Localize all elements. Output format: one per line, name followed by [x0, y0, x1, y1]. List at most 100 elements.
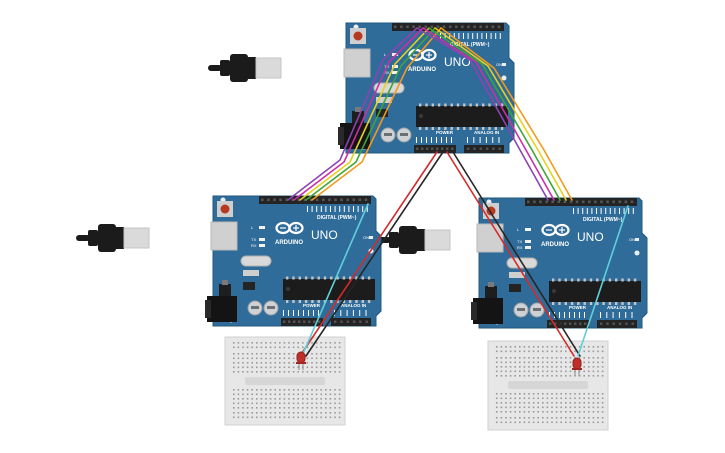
header-pin[interactable]: [267, 198, 270, 202]
power-header[interactable]: [281, 318, 323, 326]
header-pin[interactable]: [498, 147, 501, 150]
analog-header[interactable]: [331, 318, 371, 326]
header-pin[interactable]: [359, 320, 362, 323]
header-pin[interactable]: [400, 25, 403, 29]
header-pin[interactable]: [564, 322, 567, 325]
wire-black-right-led[interactable]: [452, 151, 581, 357]
digital-header[interactable]: [392, 23, 504, 31]
wire-red-left-led[interactable]: [299, 151, 438, 357]
wire-magenta-right[interactable]: [422, 27, 555, 201]
header-pin[interactable]: [618, 322, 622, 325]
wire-cyan-right-led[interactable]: [577, 205, 629, 357]
header-pin[interactable]: [533, 200, 536, 204]
reset-button-cap[interactable]: [353, 31, 363, 41]
breadboard[interactable]: [487, 340, 609, 431]
header-pin[interactable]: [625, 322, 628, 325]
usb-cable[interactable]: [377, 226, 451, 254]
header-pin[interactable]: [588, 200, 591, 204]
header-pin[interactable]: [497, 25, 501, 29]
header-pin[interactable]: [303, 198, 307, 202]
header-pin[interactable]: [426, 147, 429, 150]
header-pin[interactable]: [288, 320, 291, 323]
header-pin[interactable]: [430, 25, 434, 29]
header-pin[interactable]: [283, 320, 286, 323]
reset-button-cap[interactable]: [220, 204, 230, 214]
header-pin[interactable]: [318, 320, 321, 323]
wire-red-right-led[interactable]: [446, 151, 575, 357]
header-pin[interactable]: [473, 25, 476, 29]
header-pin[interactable]: [412, 25, 415, 29]
header-pin[interactable]: [606, 200, 609, 204]
header-pin[interactable]: [285, 198, 288, 202]
wire-cyan-left-led[interactable]: [301, 203, 369, 357]
icsp-header[interactable]: [376, 109, 388, 117]
header-pin[interactable]: [574, 322, 577, 325]
header-pin[interactable]: [424, 25, 428, 29]
header-pin[interactable]: [539, 200, 542, 204]
header-pin[interactable]: [630, 200, 634, 204]
header-pin[interactable]: [451, 147, 454, 150]
wire-purple-right[interactable]: [416, 27, 549, 201]
icsp-header[interactable]: [243, 282, 255, 290]
header-pin[interactable]: [273, 198, 276, 202]
header-pin[interactable]: [527, 200, 530, 204]
digital-header[interactable]: [259, 196, 371, 204]
header-pin[interactable]: [485, 147, 489, 150]
header-pin[interactable]: [479, 25, 482, 29]
header-pin[interactable]: [364, 198, 368, 202]
header-pin[interactable]: [315, 198, 319, 202]
header-pin[interactable]: [455, 25, 458, 29]
wire-magenta-left[interactable]: [293, 27, 424, 201]
header-pin[interactable]: [461, 25, 464, 29]
header-pin[interactable]: [313, 320, 316, 323]
header-pin[interactable]: [473, 147, 476, 150]
header-pin[interactable]: [569, 200, 573, 204]
header-pin[interactable]: [584, 322, 587, 325]
header-pin[interactable]: [563, 200, 567, 204]
header-pin[interactable]: [492, 147, 495, 150]
header-pin[interactable]: [322, 198, 325, 202]
analog-header[interactable]: [464, 145, 504, 153]
header-pin[interactable]: [600, 200, 603, 204]
header-pin[interactable]: [446, 147, 449, 150]
digital-header[interactable]: [525, 198, 637, 206]
header-pin[interactable]: [549, 322, 552, 325]
header-pin[interactable]: [334, 198, 337, 202]
header-pin[interactable]: [569, 322, 572, 325]
header-pin[interactable]: [346, 198, 349, 202]
header-pin[interactable]: [545, 200, 548, 204]
header-pin[interactable]: [441, 147, 444, 150]
header-pin[interactable]: [340, 320, 343, 323]
header-pin[interactable]: [352, 198, 356, 202]
led-icon[interactable]: [572, 357, 582, 376]
header-pin[interactable]: [606, 322, 609, 325]
header-pin[interactable]: [631, 322, 634, 325]
header-pin[interactable]: [448, 25, 452, 29]
header-pin[interactable]: [328, 198, 331, 202]
header-pin[interactable]: [365, 320, 368, 323]
header-pin[interactable]: [308, 320, 311, 323]
header-pin[interactable]: [436, 147, 439, 150]
wire-green-left[interactable]: [305, 27, 436, 201]
header-pin[interactable]: [575, 200, 579, 204]
header-pin[interactable]: [594, 200, 597, 204]
header-pin[interactable]: [346, 320, 349, 323]
header-pin[interactable]: [293, 320, 296, 323]
breadboard[interactable]: [224, 336, 346, 426]
header-pin[interactable]: [551, 200, 554, 204]
header-pin[interactable]: [491, 25, 495, 29]
power-header[interactable]: [547, 320, 589, 328]
header-pin[interactable]: [352, 320, 356, 323]
header-pin[interactable]: [612, 322, 615, 325]
header-pin[interactable]: [358, 198, 362, 202]
power-header[interactable]: [414, 145, 456, 153]
header-pin[interactable]: [340, 198, 343, 202]
header-pin[interactable]: [467, 25, 470, 29]
header-pin[interactable]: [581, 200, 585, 204]
header-pin[interactable]: [298, 320, 301, 323]
wire-purple-left[interactable]: [287, 27, 418, 201]
header-pin[interactable]: [436, 25, 440, 29]
